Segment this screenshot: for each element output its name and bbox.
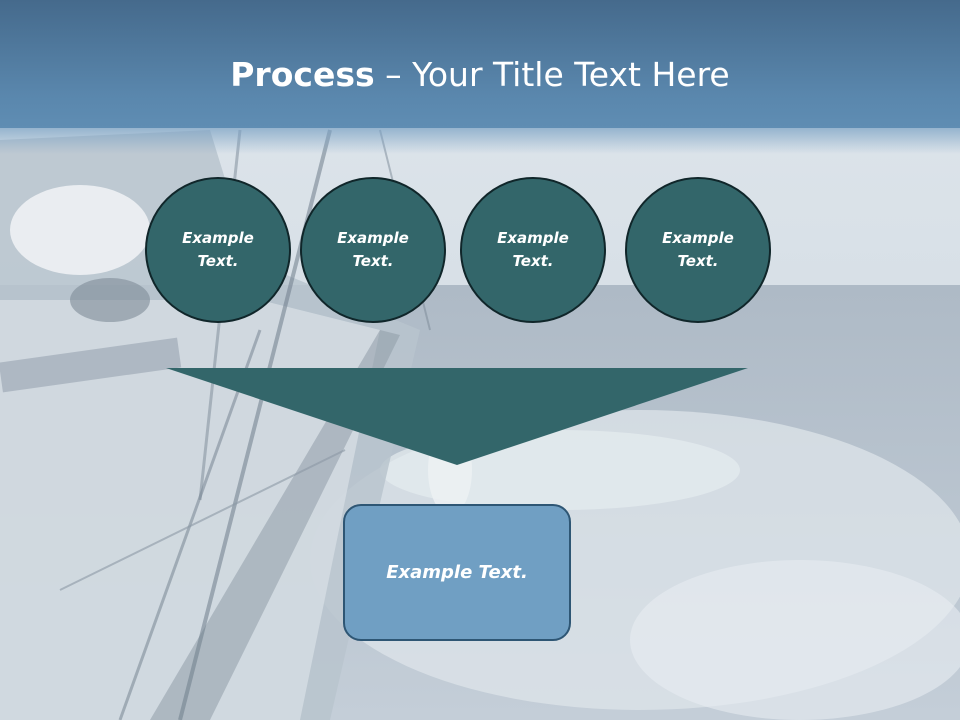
step-circle-1[interactable]: Example Text. — [145, 177, 291, 323]
slide-title: Process – Your Title Text Here — [0, 52, 960, 98]
step-label-2: Example Text. — [337, 229, 409, 270]
step-label-4: Example Text. — [662, 229, 734, 270]
title-band — [0, 0, 960, 128]
result-label: Example Text. — [386, 562, 528, 583]
step-circle-2[interactable]: Example Text. — [300, 177, 446, 323]
title-regular-part: – Your Title Text Here — [374, 55, 730, 94]
step-label-1: Example Text. — [182, 229, 254, 270]
step-circle-4[interactable]: Example Text. — [625, 177, 771, 323]
title-bold-part: Process — [230, 55, 375, 94]
step-circle-3[interactable]: Example Text. — [460, 177, 606, 323]
funnel-triangle — [166, 368, 748, 465]
title-fade — [0, 128, 960, 154]
result-box[interactable]: Example Text. — [343, 504, 571, 641]
step-label-3: Example Text. — [497, 229, 569, 270]
